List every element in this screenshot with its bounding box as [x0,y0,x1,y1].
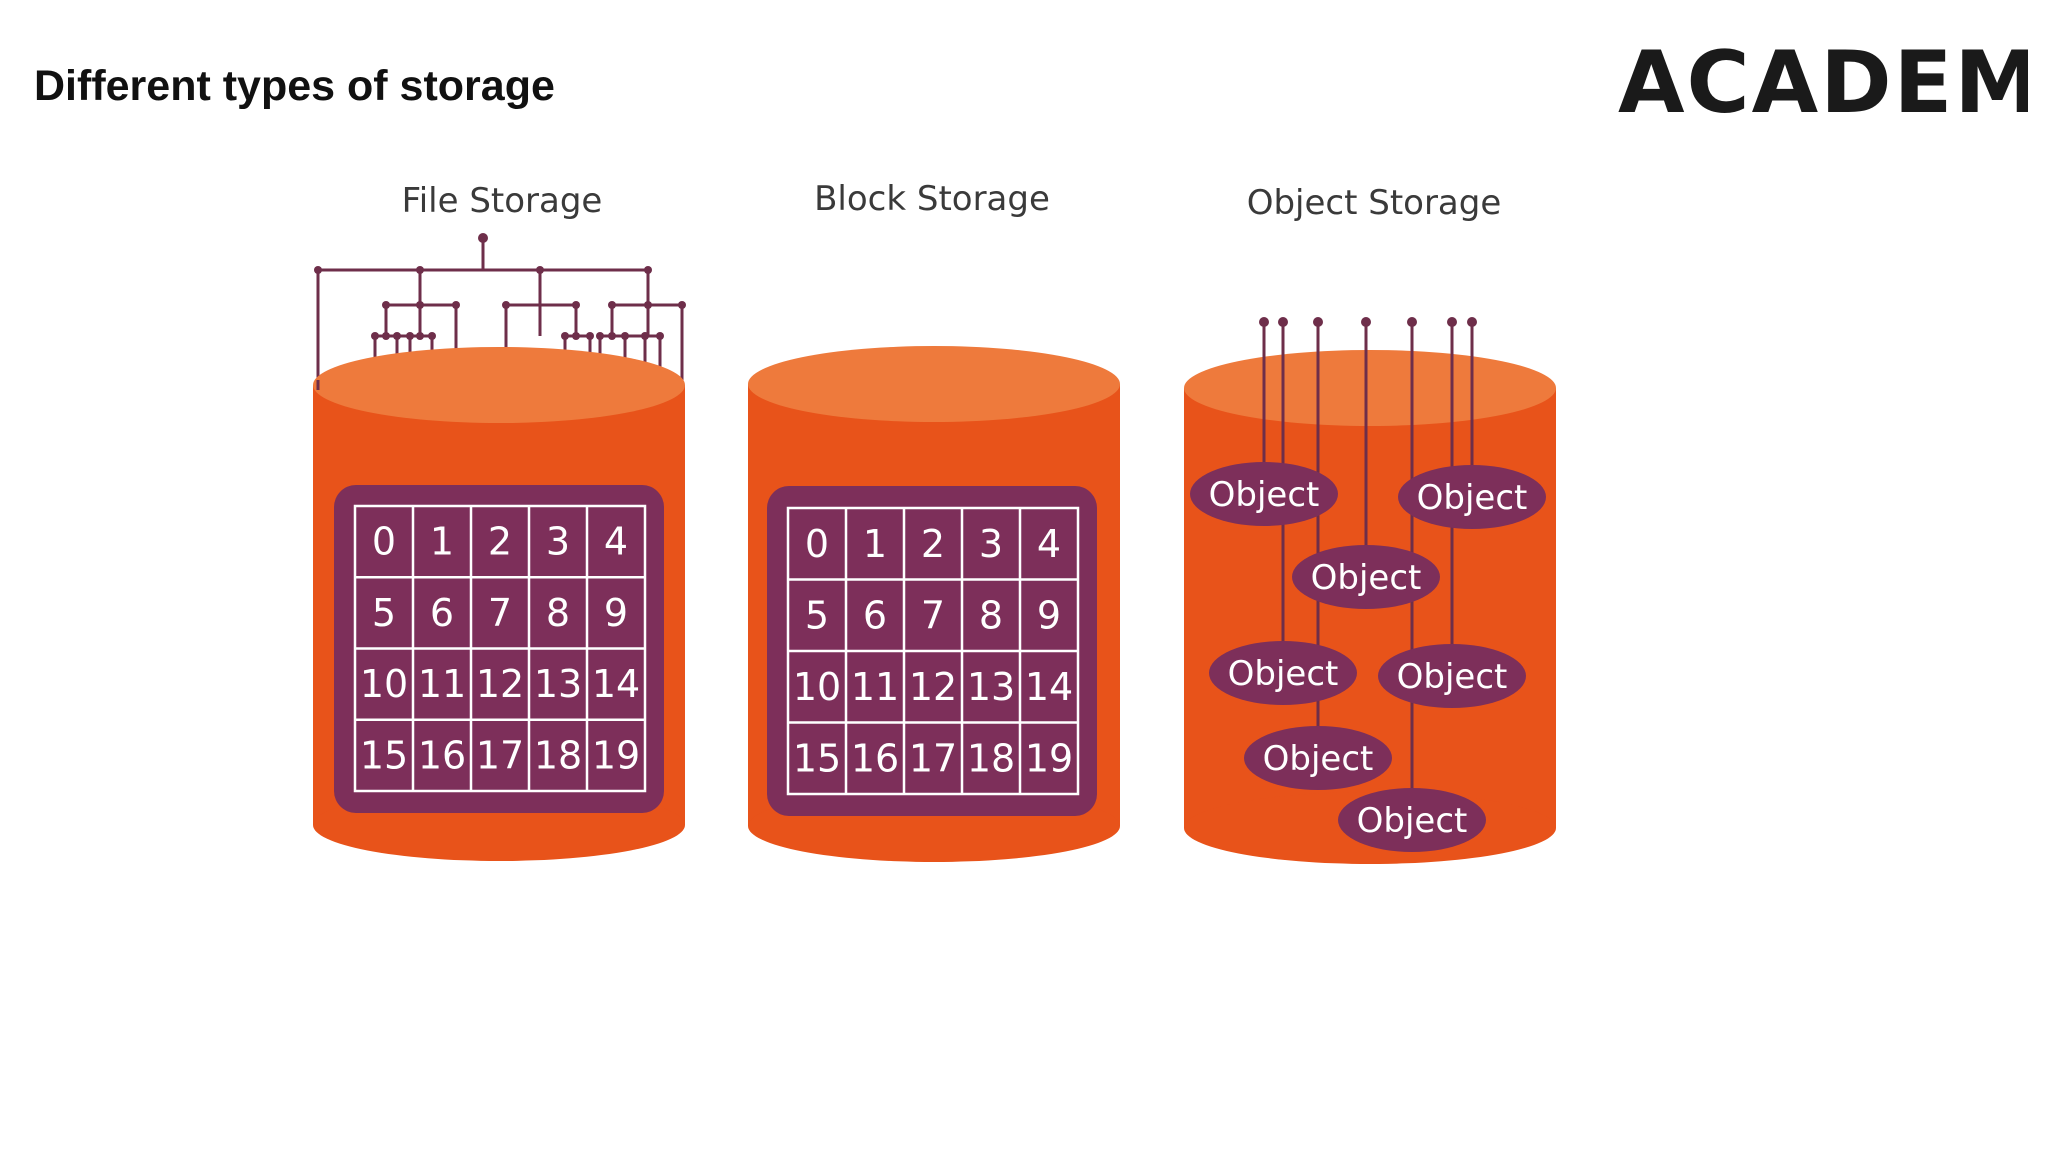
file-block-cell: 7 [488,591,512,635]
file-block-cell: 16 [418,733,466,777]
file-block-cell: 17 [476,733,524,777]
object-node [1398,465,1546,529]
object-connector-dot [1278,317,1288,327]
academy-logo: ACADEMY [1618,33,2028,130]
object-connector-dot [1259,317,1269,327]
file-block-cell: 4 [604,520,628,564]
block-block-cell: 13 [967,665,1015,709]
block-block-cell: 4 [1037,522,1061,566]
file-block-cell: 6 [430,591,454,635]
block-block-cell: 7 [921,593,945,637]
block-block-cell: 19 [1025,736,1073,780]
block-block-cell: 8 [979,593,1003,637]
file-block-cell: 12 [476,662,524,706]
logo-text: ACADEMY [1618,33,2028,130]
file-block-cell: 8 [546,591,570,635]
file-block-cell: 14 [592,662,640,706]
object-node-label: Object [1397,657,1508,697]
block-block-cell: 14 [1025,665,1073,709]
block-block-cell: 18 [967,736,1015,780]
object-connector-dot [1447,317,1457,327]
file-block-cell: 2 [488,520,512,564]
object-connector-dot [1467,317,1477,327]
block-block-cell: 16 [851,736,899,780]
block-block-cell: 0 [805,522,829,566]
file-block-cell: 5 [372,591,396,635]
object-connector-dot [1313,317,1323,327]
block-block-cell: 3 [979,522,1003,566]
file-block-cell: 9 [604,591,628,635]
object-node [1244,726,1392,790]
object-node [1209,641,1357,705]
object-node-label: Object [1263,739,1374,779]
object-node [1378,644,1526,708]
object-connector-dot [1407,317,1417,327]
block-block-cell: 15 [793,736,841,780]
block-block-cell: 2 [921,522,945,566]
block-block-cell: 11 [851,665,899,709]
object-node-label: Object [1357,801,1468,841]
object-storage-label: Object Storage [1247,183,1502,223]
object-node-label: Object [1417,478,1528,518]
file-block-cell: 1 [430,520,454,564]
block-block-cell: 5 [805,593,829,637]
block-block-cell: 6 [863,593,887,637]
block-storage-label: Block Storage [814,179,1050,219]
file-block-cell: 13 [534,662,582,706]
file-block-cell: 15 [360,733,408,777]
object-node [1190,462,1338,526]
block-block-cell: 10 [793,665,841,709]
block-block-cell: 17 [909,736,957,780]
file-storage-label: File Storage [402,181,603,221]
file-storage-group: File Storage [313,181,686,861]
object-node-label: Object [1209,475,1320,515]
file-block-cell: 0 [372,520,396,564]
block-block-cell: 1 [863,522,887,566]
file-block-cell: 18 [534,733,582,777]
object-node-label: Object [1311,558,1422,598]
object-connector-dot [1361,317,1371,327]
block-block-cell: 9 [1037,593,1061,637]
object-node [1338,788,1486,852]
file-block-cell: 3 [546,520,570,564]
block-block-cell: 12 [909,665,957,709]
file-block-cell: 11 [418,662,466,706]
object-node [1292,545,1440,609]
object-node-label: Object [1228,654,1339,694]
file-block-cell: 10 [360,662,408,706]
file-block-cell: 19 [592,733,640,777]
slide-title: Different types of storage [34,62,555,110]
